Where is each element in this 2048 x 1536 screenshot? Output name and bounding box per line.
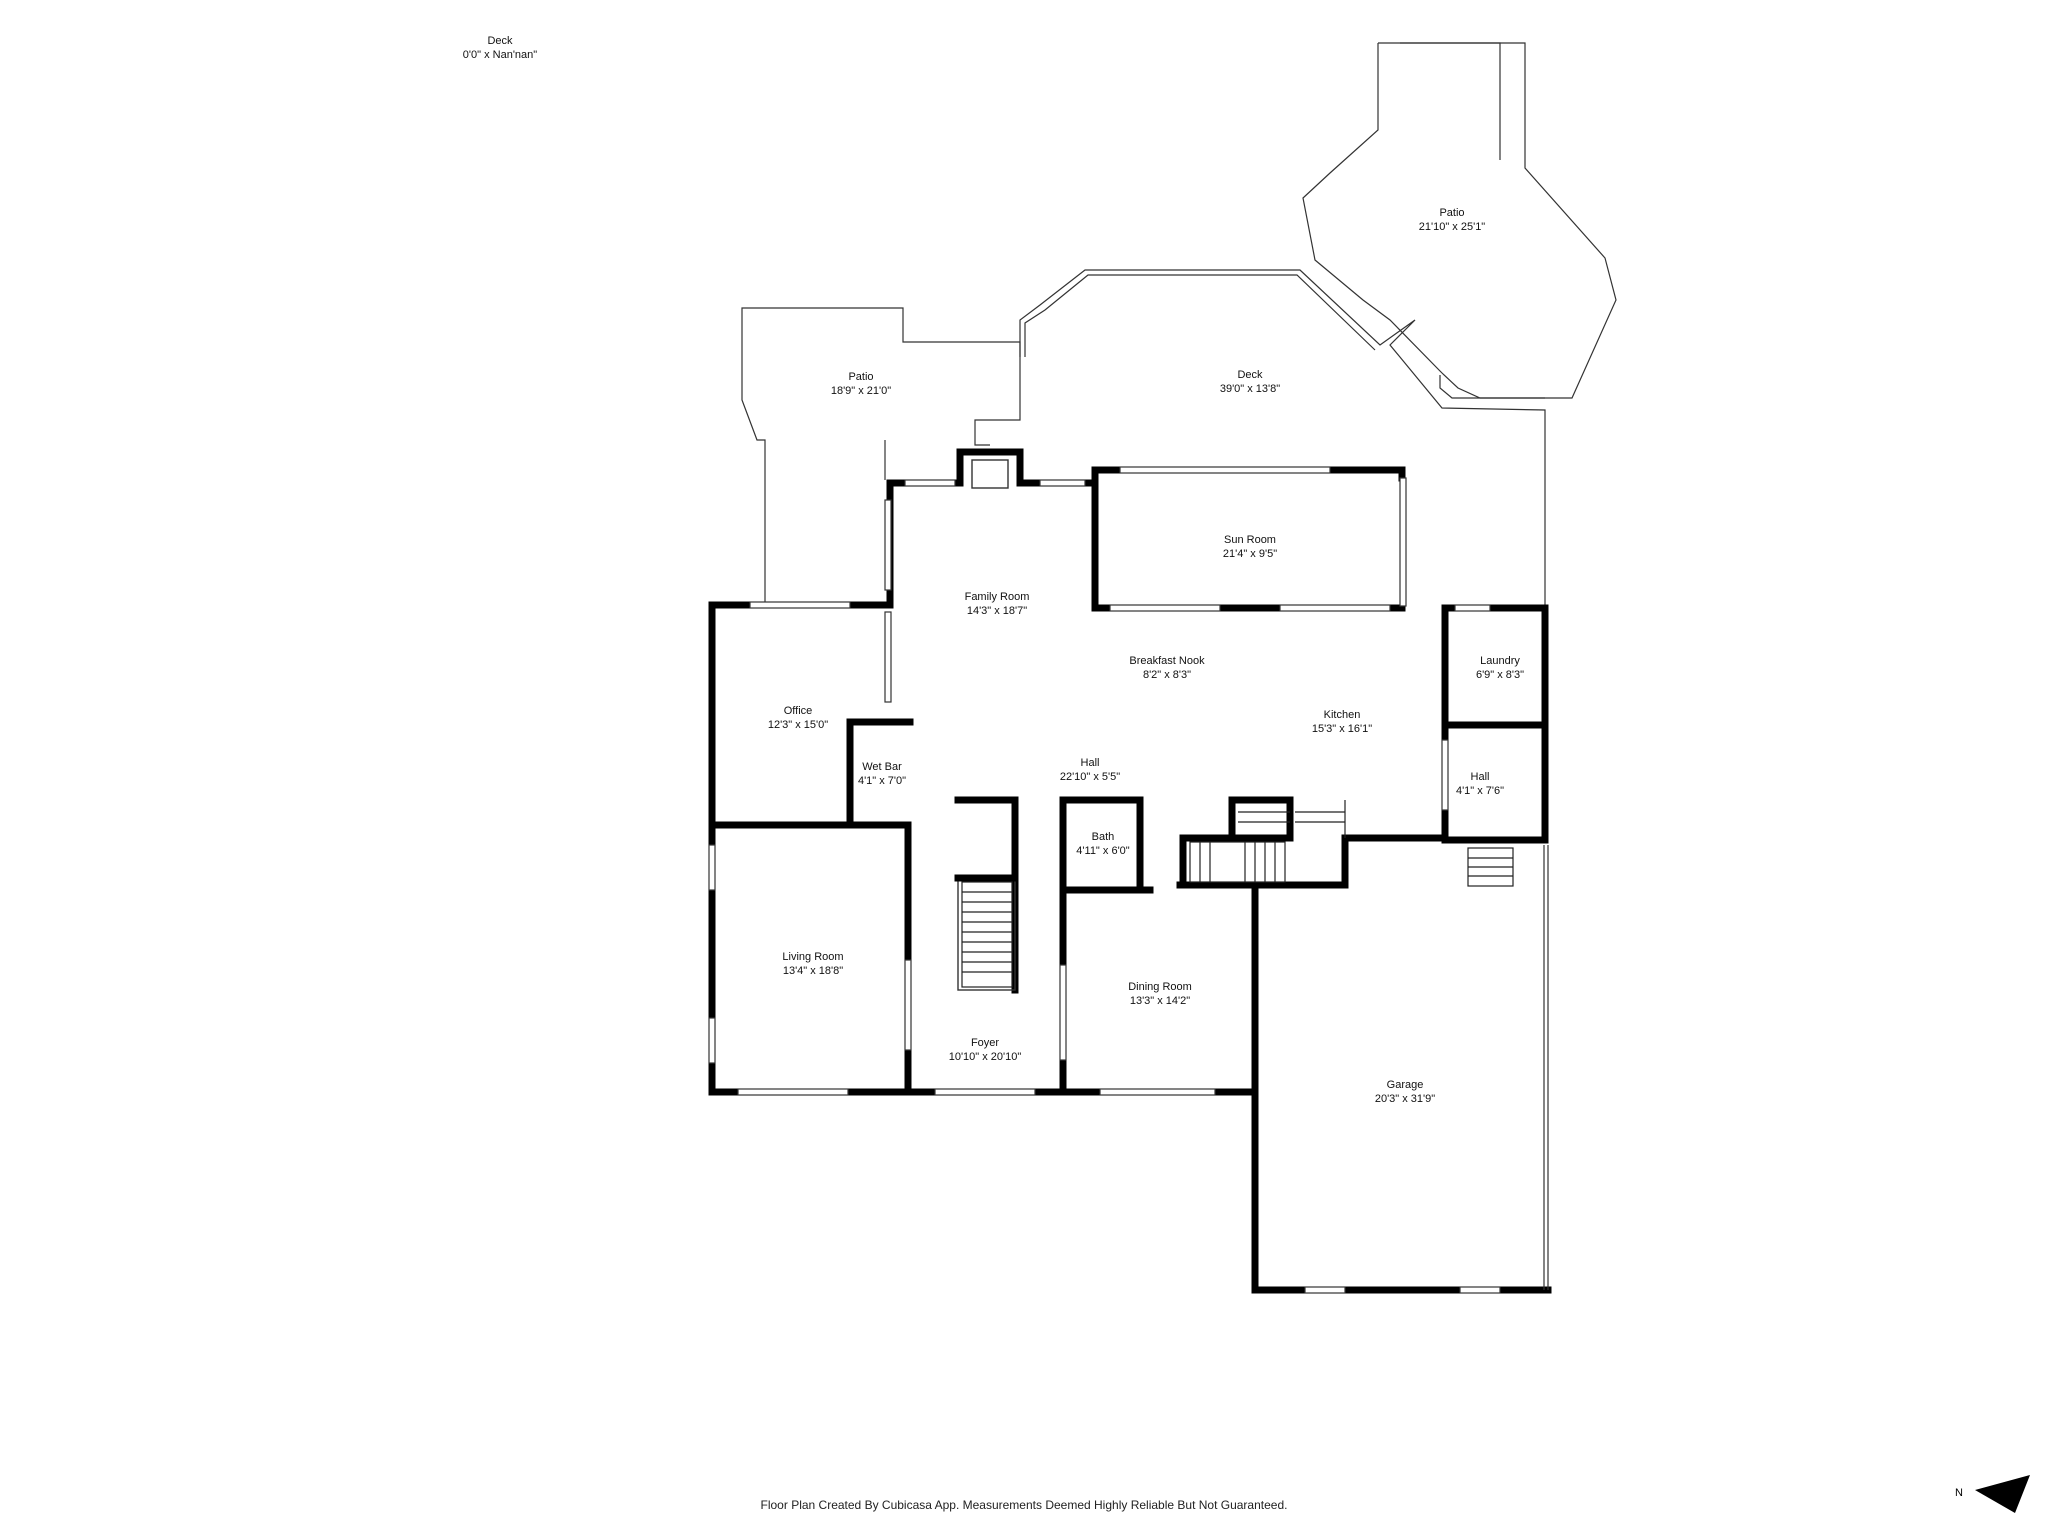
room-name: Family Room — [965, 591, 1030, 603]
room-name: Deck — [487, 35, 513, 47]
wall-stair-top — [1179, 796, 1294, 842]
wall-stair-box — [1251, 834, 1349, 889]
room-dimensions: 12'3" x 15'0" — [768, 719, 828, 731]
room-dimensions: 10'10" x 20'10" — [949, 1051, 1022, 1063]
deck-outline — [1019, 269, 1546, 605]
window — [1459, 1286, 1501, 1294]
room-name: Foyer — [971, 1037, 999, 1049]
window — [1039, 479, 1086, 487]
window — [1059, 964, 1067, 1061]
wall-chimney — [956, 448, 1024, 487]
window — [884, 499, 892, 591]
room-name: Kitchen — [1324, 709, 1361, 721]
room-name: Deck — [1237, 369, 1263, 381]
wall-wetbar — [846, 718, 914, 829]
window — [934, 1088, 1036, 1096]
room-dimensions: 21'4" x 9'5" — [1223, 548, 1277, 560]
room-name: Bath — [1092, 831, 1115, 843]
patio-rail-right — [1400, 42, 1501, 160]
room-dimensions: 13'3" x 14'2" — [1130, 995, 1190, 1007]
room-dimensions: 15'3" x 16'1" — [1312, 723, 1372, 735]
room-name: Laundry — [1480, 655, 1520, 667]
room-dimensions: 22'10" x 5'5" — [1060, 771, 1120, 783]
deck-inner-rail — [1024, 274, 1376, 357]
north-arrow-icon: N — [1955, 1475, 2030, 1513]
room-dimensions: 21'10" x 25'1" — [1419, 221, 1486, 233]
room-name: Office — [784, 705, 813, 717]
window — [1279, 604, 1391, 612]
room-dimensions: 4'1" x 7'0" — [858, 775, 906, 787]
room-name: Patio — [1439, 207, 1464, 219]
room-dimensions: 14'3" x 18'7" — [967, 605, 1027, 617]
window — [708, 1017, 716, 1064]
window — [708, 844, 716, 891]
room-dimensions: 20'3" x 31'9" — [1375, 1093, 1435, 1105]
room-dimensions: 39'0" x 13'8" — [1220, 383, 1280, 395]
svg-text:N: N — [1955, 1487, 1963, 1499]
deck-step-rail — [1439, 375, 1545, 399]
room-name: Sun Room — [1224, 534, 1276, 546]
wall-garage — [1251, 881, 1552, 1294]
window — [737, 1088, 849, 1096]
room-dimensions: 13'4" x 18'8" — [783, 965, 843, 977]
room-dimensions: 18'9" x 21'0" — [831, 385, 891, 397]
room-name: Living Room — [782, 951, 843, 963]
room-name: Dining Room — [1128, 981, 1192, 993]
room-dimensions: 0'0" x Nan'nan" — [463, 49, 537, 61]
room-dimensions: 6'9" x 8'3" — [1476, 669, 1524, 681]
room-name: Hall — [1471, 771, 1490, 783]
room-name: Hall — [1081, 757, 1100, 769]
room-name: Wet Bar — [862, 761, 902, 773]
patio-outline-right — [1302, 42, 1617, 399]
wall-bath — [1059, 796, 1144, 889]
window — [1399, 477, 1407, 607]
room-dimensions: 4'1" x 7'6" — [1456, 785, 1504, 797]
fireplace — [971, 459, 1009, 489]
window — [1441, 739, 1449, 811]
window — [884, 611, 892, 703]
window — [1099, 1088, 1216, 1096]
room-name: Garage — [1387, 1079, 1424, 1091]
room-name: Breakfast Nook — [1129, 655, 1205, 667]
room-dimensions: 4'11" x 6'0" — [1076, 845, 1129, 857]
window — [1454, 604, 1491, 612]
window — [1304, 1286, 1346, 1294]
room-name: Patio — [848, 371, 873, 383]
stairs-foyer — [961, 881, 1013, 988]
stairs-garage — [1467, 847, 1514, 887]
stairs-kitchen — [1189, 800, 1346, 883]
footer-disclaimer: Floor Plan Created By Cubicasa App. Meas… — [760, 1498, 1288, 1512]
window — [749, 601, 851, 609]
room-dimensions: 8'2" x 8'3" — [1143, 669, 1191, 681]
window — [904, 479, 956, 487]
window — [1119, 466, 1331, 474]
stair-core-box — [957, 877, 1016, 991]
window — [1109, 604, 1221, 612]
patio-outline-left — [741, 307, 1021, 605]
window — [904, 959, 912, 1051]
